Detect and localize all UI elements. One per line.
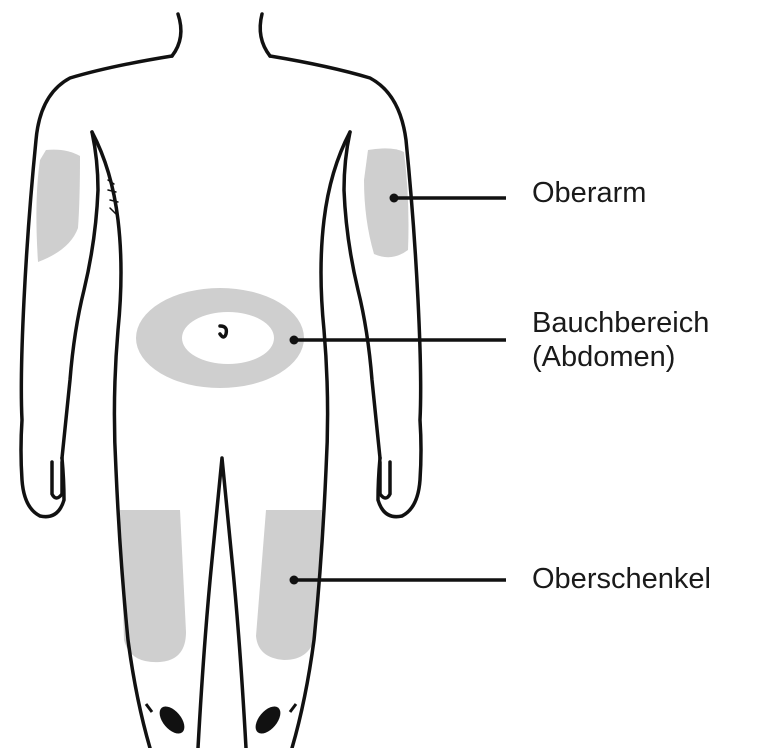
- label-abdomen-line2: (Abdomen): [532, 340, 709, 374]
- navel: [220, 326, 226, 337]
- right-arm-outer: [270, 56, 421, 517]
- label-thigh: Oberschenkel: [532, 562, 711, 596]
- zone-upper-arm-left: [36, 150, 80, 262]
- knee-right-tick: [290, 704, 296, 712]
- label-abdomen: Bauchbereich (Abdomen): [532, 306, 709, 374]
- zone-thigh-right: [256, 510, 322, 660]
- zone-thigh-left: [120, 510, 186, 662]
- inner-legs: [198, 458, 246, 748]
- right-thumb: [380, 462, 390, 498]
- knee-left-tick: [146, 704, 152, 712]
- neck-right: [260, 14, 270, 56]
- knee-right-oval: [251, 702, 285, 738]
- leader-dot-abdomen: [290, 336, 299, 345]
- label-upper-arm-text: Oberarm: [532, 176, 646, 210]
- injection-zones: [36, 148, 408, 662]
- zone-abdomen: [136, 288, 304, 388]
- label-abdomen-line1: Bauchbereich: [532, 306, 709, 340]
- knee-left-oval: [155, 702, 189, 738]
- knee-marks: [146, 702, 296, 738]
- leader-dot-thigh: [290, 576, 299, 585]
- label-upper-arm: Oberarm: [532, 176, 646, 210]
- left-thumb: [52, 462, 62, 498]
- neck-left: [172, 14, 181, 56]
- leader-dot-upper-arm: [390, 194, 399, 203]
- left-arm-outer: [21, 56, 172, 517]
- label-thigh-text: Oberschenkel: [532, 562, 711, 596]
- zone-upper-arm-right: [364, 148, 409, 257]
